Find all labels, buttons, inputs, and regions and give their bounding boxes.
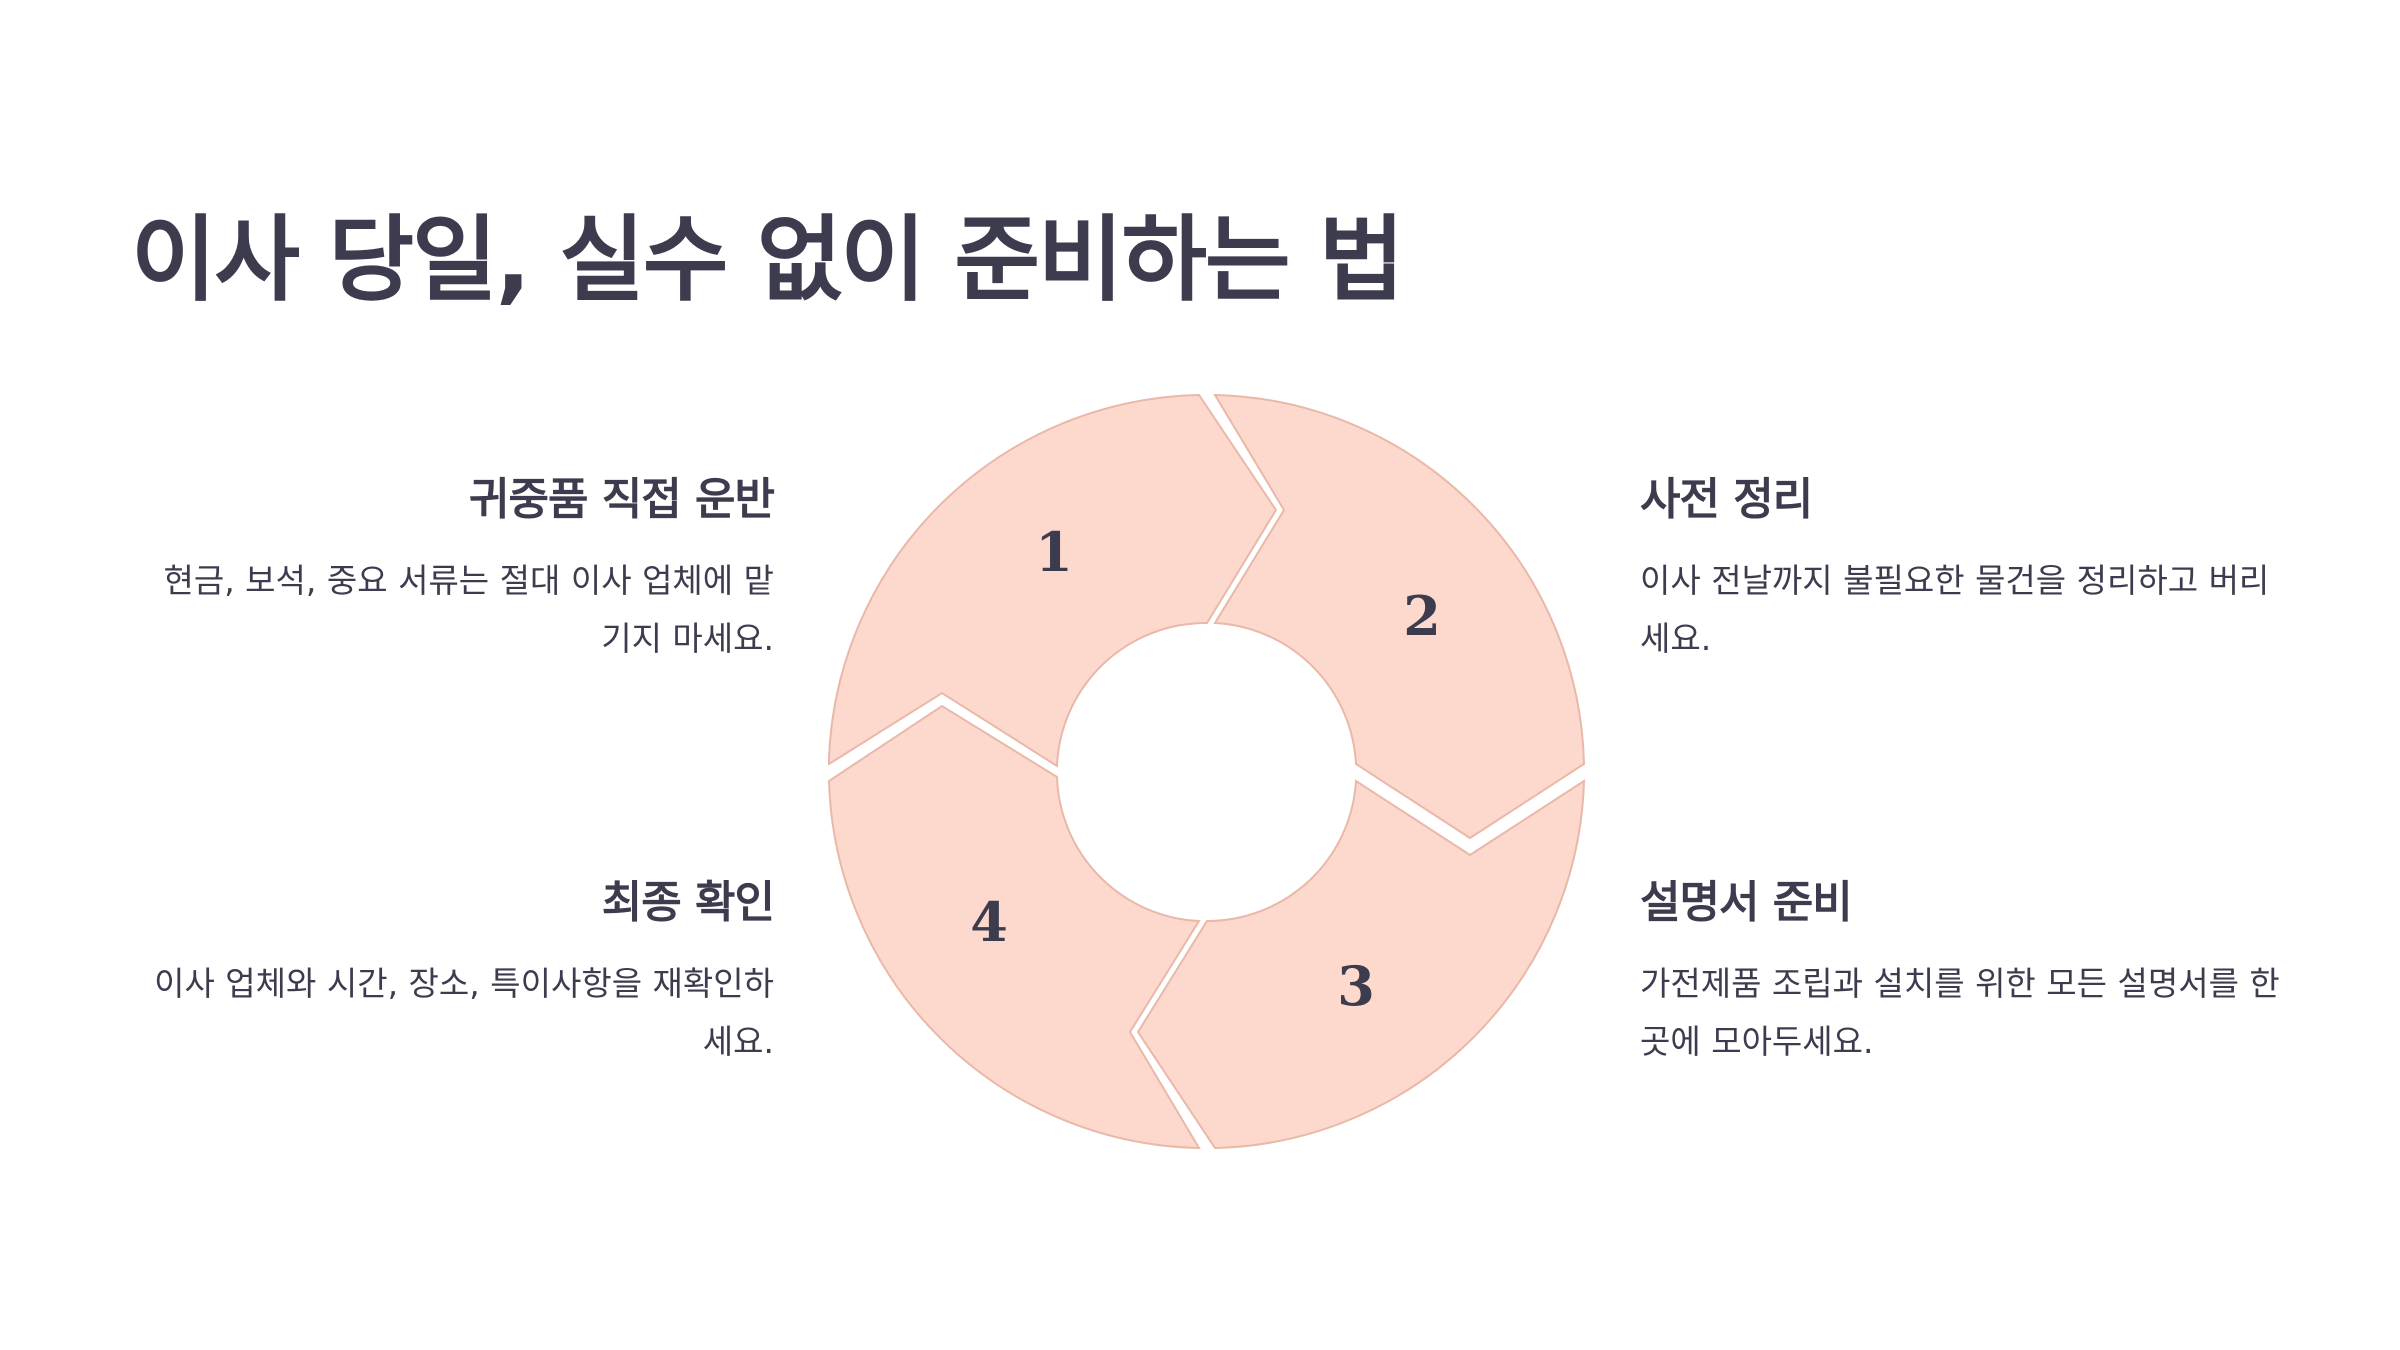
step-block-2: 사전 정리 이사 전날까지 불필요한 물건을 정리하고 버리세요. — [1640, 470, 2280, 668]
step-number-4: 4 — [970, 890, 1008, 954]
step-description-4: 이사 업체와 시간, 장소, 특이사항을 재확인하세요. — [154, 964, 774, 1061]
step-heading-4: 최종 확인 — [601, 877, 775, 928]
cycle-segment-2[interactable]: 2 — [1213, 393, 1586, 840]
step-block-3: 설명서 준비 가전제품 조립과 설치를 위한 모든 설명서를 한 곳에 모아두세… — [1640, 873, 2280, 1071]
step-description-2: 이사 전날까지 불필요한 물건을 정리하고 버리세요. — [1640, 561, 2270, 658]
cycle-segment-3[interactable]: 3 — [1136, 779, 1586, 1150]
step-number-3: 3 — [1337, 954, 1375, 1018]
step-description-3: 가전제품 조립과 설치를 위한 모든 설명서를 한 곳에 모아두세요. — [1640, 964, 2280, 1061]
step-number-2: 2 — [1403, 584, 1441, 648]
cycle-segment-1[interactable]: 1 — [828, 393, 1278, 768]
step-block-4: 최종 확인 이사 업체와 시간, 장소, 특이사항을 재확인하세요. — [134, 873, 775, 1071]
page-title: 이사 당일, 실수 없이 준비하는 법 — [131, 206, 1404, 314]
step-block-1: 귀중품 직접 운반 현금, 보석, 중요 서류는 절대 이사 업체에 맡기지 마… — [134, 470, 775, 668]
step-heading-1: 귀중품 직접 운반 — [469, 474, 775, 525]
step-description-1: 현금, 보석, 중요 서류는 절대 이사 업체에 맡기지 마세요. — [163, 561, 774, 658]
cycle-segment-4[interactable]: 4 — [827, 704, 1201, 1150]
step-heading-2: 사전 정리 — [1640, 474, 1813, 525]
step-number-1: 1 — [1035, 520, 1073, 584]
step-heading-3: 설명서 준비 — [1640, 877, 1853, 928]
